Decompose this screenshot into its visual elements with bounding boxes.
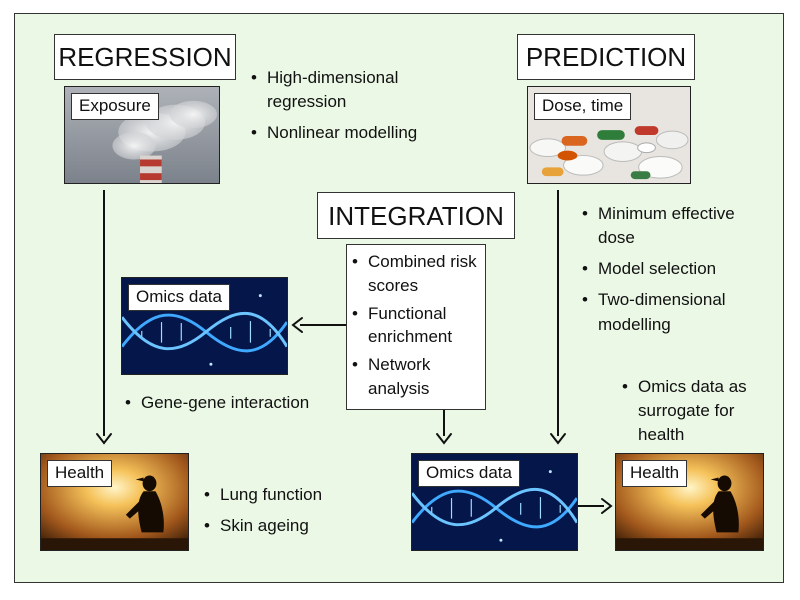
list-item: Gene-gene interaction: [124, 391, 344, 415]
dose-time-label: Dose, time: [534, 93, 632, 120]
prediction-bullets: Minimum effective dose Model selection T…: [581, 202, 771, 344]
list-item: High-dimensional regression: [250, 66, 430, 114]
list-item: Model selection: [581, 257, 771, 281]
list-item: Lung function: [203, 483, 363, 507]
list-item: Omics data as surrogate for health: [621, 375, 751, 447]
integration-methods-box: Combined risk scores Functional enrichme…: [346, 244, 486, 410]
list-item: Nonlinear modelling: [250, 121, 430, 145]
exposure-image: Exposure: [64, 86, 220, 184]
prediction-title: PREDICTION: [517, 34, 695, 80]
health-image-left: Health: [40, 453, 189, 551]
list-item: Network analysis: [351, 353, 481, 401]
list-item: Skin ageing: [203, 514, 363, 538]
omics-bottom-label: Omics data: [418, 460, 520, 487]
health-bullets: Lung function Skin ageing: [203, 483, 363, 545]
omics-image-bottom: Omics data: [411, 453, 578, 551]
omics-left-label: Omics data: [128, 284, 230, 311]
regression-title: REGRESSION: [54, 34, 236, 80]
omics-image-left: Omics data: [121, 277, 288, 375]
health-left-label: Health: [47, 460, 113, 487]
gene-bullets: Gene-gene interaction: [124, 391, 344, 422]
health-image-right: Health: [615, 453, 764, 551]
health-right-label: Health: [622, 460, 688, 487]
dose-image: Dose, time: [527, 86, 691, 184]
regression-bullets: High-dimensional regression Nonlinear mo…: [250, 66, 430, 152]
list-item: Combined risk scores: [351, 250, 481, 298]
list-item: Minimum effective dose: [581, 202, 771, 250]
surrogate-bullets: Omics data as surrogate for health: [621, 375, 751, 454]
integration-title: INTEGRATION: [317, 192, 515, 239]
integration-bullets: Combined risk scores Functional enrichme…: [351, 250, 481, 401]
exposure-label: Exposure: [71, 93, 159, 120]
list-item: Two-dimensional modelling: [581, 288, 771, 336]
list-item: Functional enrichment: [351, 302, 481, 350]
